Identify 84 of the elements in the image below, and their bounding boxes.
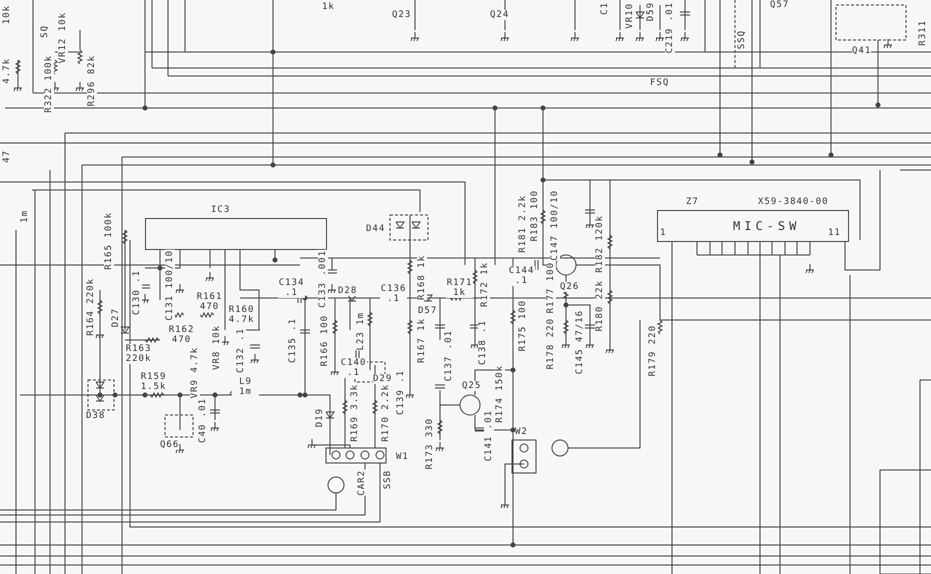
component-label: C130 .1 [132,270,142,315]
component-label: VR12 10k [58,12,68,64]
component-label: 47 [2,150,12,163]
signal-label: CAR2 [357,470,367,496]
component-label: R165 100k [104,212,114,270]
component-label: R169 3.3k [350,384,360,442]
component-label: R161 470 [196,292,224,312]
component-label: R322 100k [44,55,54,113]
pin-number: 11 [828,228,841,238]
signal-label: SSB [383,470,393,490]
component-label: W1 [396,452,409,462]
component-label: R175 100 [518,300,528,352]
component-label: 1m [20,210,30,223]
component-label: C139 .1 [396,370,406,415]
part-number: X59-3840-00 [758,197,829,207]
component-label: L9 1m [232,377,260,397]
component-label: R160 4.7k [228,305,256,325]
component-label: C145 47/16 [575,310,585,374]
component-label: Q41 [852,46,872,56]
component-label: 4.7k [2,58,12,84]
signal-label: FSQ [650,78,670,88]
component-label: C135 .1 [288,318,298,363]
component-label: D27 [111,308,121,328]
component-label: Q23 [392,10,412,20]
component-label: R168 1k [417,255,427,300]
chip-designator: IC3 [211,205,230,215]
component-label: C134 .1 [278,278,306,298]
component-label: C147 100/10 [550,190,560,261]
component-label: R164 220k [86,278,96,336]
component-label: D38 [86,411,106,421]
component-label: R166 100 [320,315,330,366]
component-label: R173 330 [425,418,435,470]
component-label: C133 .001 [318,250,328,308]
component-label: C136 .1 [380,284,408,304]
component-label: R159 1.5k [140,372,168,392]
component-label: Q57 [770,0,790,10]
component-label: VR8 10k [212,325,222,370]
component-label: SQ [40,25,50,38]
component-label: R174 150k [495,365,505,423]
component-label: Q66 [160,440,180,450]
component-label: R167 1k [417,318,427,363]
component-label: C131 100/10 [165,250,175,321]
component-label: C144 .1 [508,266,536,286]
component-label: R180 22k [595,280,605,332]
component-label: D44 [366,224,386,234]
component-label: VR9 4.7k [190,347,200,398]
component-label: Q24 [490,10,510,20]
module-name: MIC-SW [733,221,800,231]
signal-label: SSQ [737,30,747,50]
component-label: W2 [515,427,528,437]
component-label: C132 .1 [236,328,246,373]
component-label: C137 .01 [444,330,454,382]
module-designator: Z7 [686,197,699,207]
component-label: D28 [338,286,358,296]
component-label: R172 1k [480,262,490,307]
component-label: R170 2.2k [381,384,391,442]
pin-number: 1 [660,228,666,238]
component-label: R183 100 [530,190,540,242]
component-label: C40 .01 [198,398,208,443]
component-label: R177 100 [546,262,556,314]
component-label: R162 470 [168,325,196,345]
component-label: C141 .01 [484,410,494,462]
component-label: R171 1k [446,278,474,298]
component-label: C1 [600,2,610,15]
component-label: D59 [646,2,656,22]
component-label: R163 220k [125,344,152,364]
component-label: D19 [315,408,325,428]
component-label: R179 220 [648,325,658,376]
component-label: VR10 [625,3,635,29]
component-label: R311 [918,20,928,46]
component-label: C138 .1 [478,320,488,365]
component-label: D29 [373,374,392,384]
component-label: Q25 [462,381,482,391]
component-label: 10k [2,5,12,24]
component-label: C140 .1 [340,358,368,378]
component-label: 1k [322,2,335,12]
component-label: R182 120k [595,215,605,273]
component-label: D57 [418,306,438,316]
component-label: R181 2.2k [518,195,528,253]
component-label: L23 1m [356,312,366,351]
component-label: Q26 [560,282,580,292]
component-label: C219 .01 [665,2,675,54]
component-label: R296 82k [87,55,97,106]
component-label: R178 220 [546,318,556,370]
